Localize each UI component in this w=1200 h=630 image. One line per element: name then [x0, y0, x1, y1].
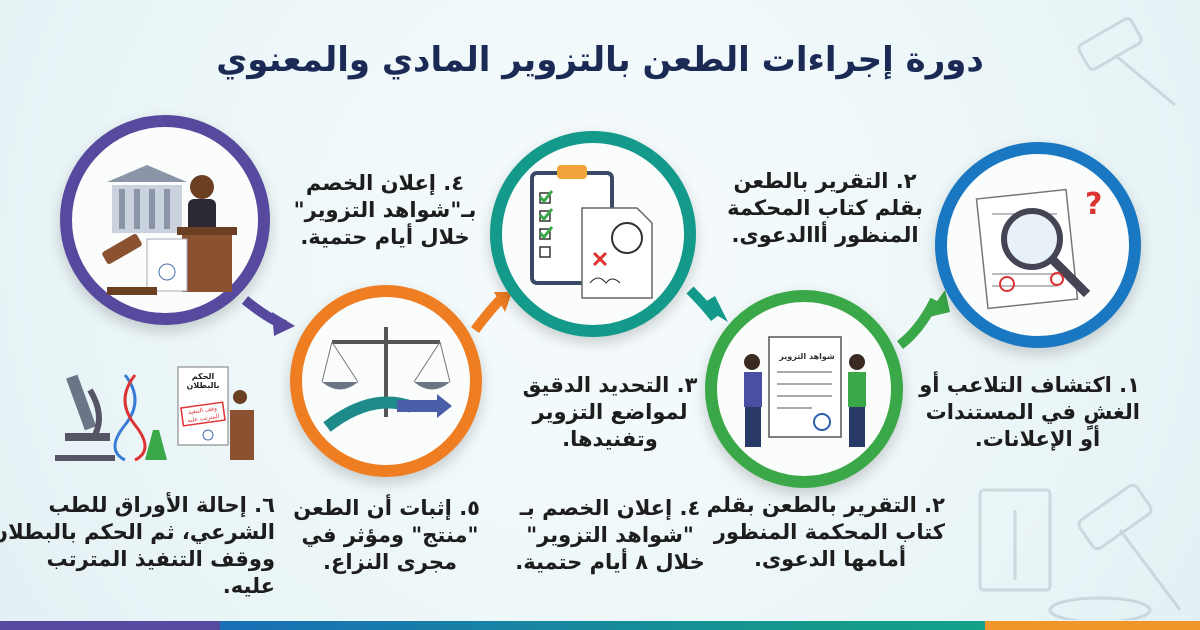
- scales-icon: [321, 327, 452, 432]
- step-4-text: ٤. إعلان الخصم بـ"شواهد التزوير"خلال ٨ أ…: [515, 496, 705, 574]
- step-1-discovery-circle: ?: [935, 142, 1141, 348]
- ruling-document-label: الحكم بالبطلان: [186, 372, 220, 390]
- step-5-scales-circle: [290, 285, 482, 477]
- bar-gradient: [220, 621, 985, 630]
- magnifier-document-icon: ?: [975, 187, 1102, 310]
- step-3-checklist-circle: [490, 131, 696, 337]
- step-6-court-circle: [60, 115, 270, 325]
- arrow-3-to-4-head: [494, 292, 512, 312]
- bar-orange: [985, 621, 1200, 630]
- document-label: شواهد التزوير: [779, 352, 835, 361]
- gavel-watermark-icon: [978, 483, 1182, 620]
- court-judge-icon: [102, 165, 237, 295]
- arrow-2-to-3-head: [700, 296, 728, 322]
- page-title: دورة إجراءات الطعن بالتزوير المادي والمع…: [216, 40, 984, 80]
- step-2-handover-circle: شواهد التزوير: [705, 290, 903, 488]
- microscope-dna-icon: [55, 366, 254, 462]
- handover-document-icon: [744, 336, 866, 447]
- arrow-3-to-4: [471, 296, 504, 334]
- arrow-4-to-5-head: [272, 312, 295, 336]
- arrow-1-to-2-head: [925, 290, 950, 318]
- svg-text:?: ?: [1085, 187, 1102, 222]
- arrow-1-to-2: [896, 297, 940, 349]
- gavel-watermark-icon: [1077, 17, 1176, 107]
- clipboard-checklist-icon: [530, 165, 653, 299]
- bar-purple: [0, 621, 220, 630]
- bottom-color-bar: [0, 621, 1200, 630]
